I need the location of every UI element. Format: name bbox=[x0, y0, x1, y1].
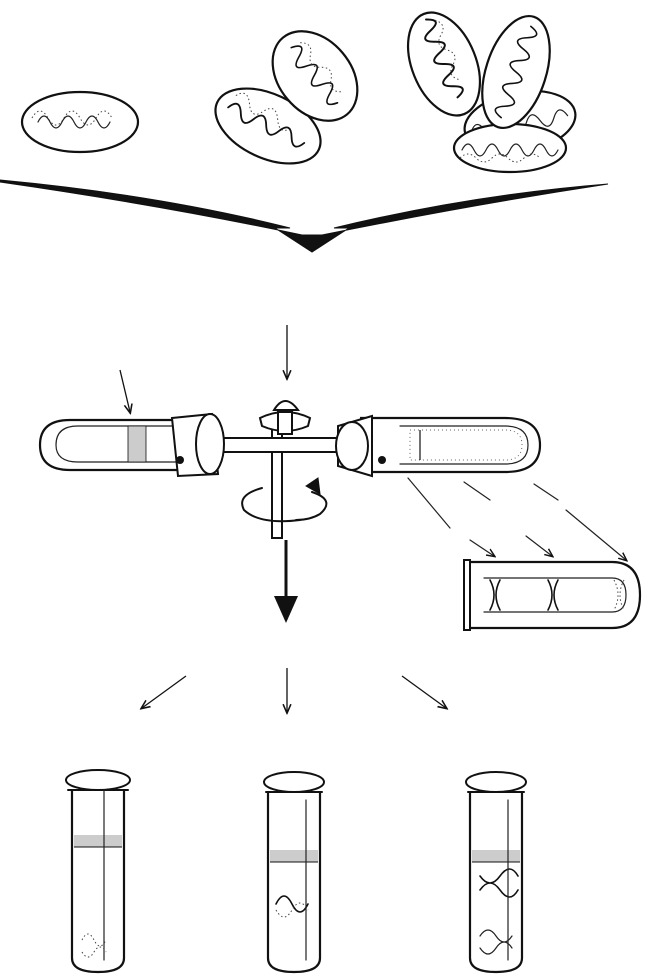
funnel-arrow-icon bbox=[0, 180, 608, 252]
test-tube-icon-1 bbox=[66, 770, 130, 972]
mitochondrion-icon-1 bbox=[22, 92, 138, 152]
centrifuge-tube-left bbox=[40, 414, 224, 476]
split-arrows bbox=[142, 668, 446, 712]
centrifuge-tube-right bbox=[336, 416, 540, 476]
test-tube-icon-2 bbox=[264, 772, 324, 972]
test-tube-icon-3 bbox=[466, 772, 526, 972]
rotation-arrow-icon bbox=[242, 478, 326, 521]
projection-lines bbox=[408, 478, 626, 560]
test-tube-icon-horizontal bbox=[464, 560, 640, 630]
mitochondrion-icon-6 bbox=[454, 124, 566, 172]
label-pointer-arrow bbox=[120, 370, 130, 412]
